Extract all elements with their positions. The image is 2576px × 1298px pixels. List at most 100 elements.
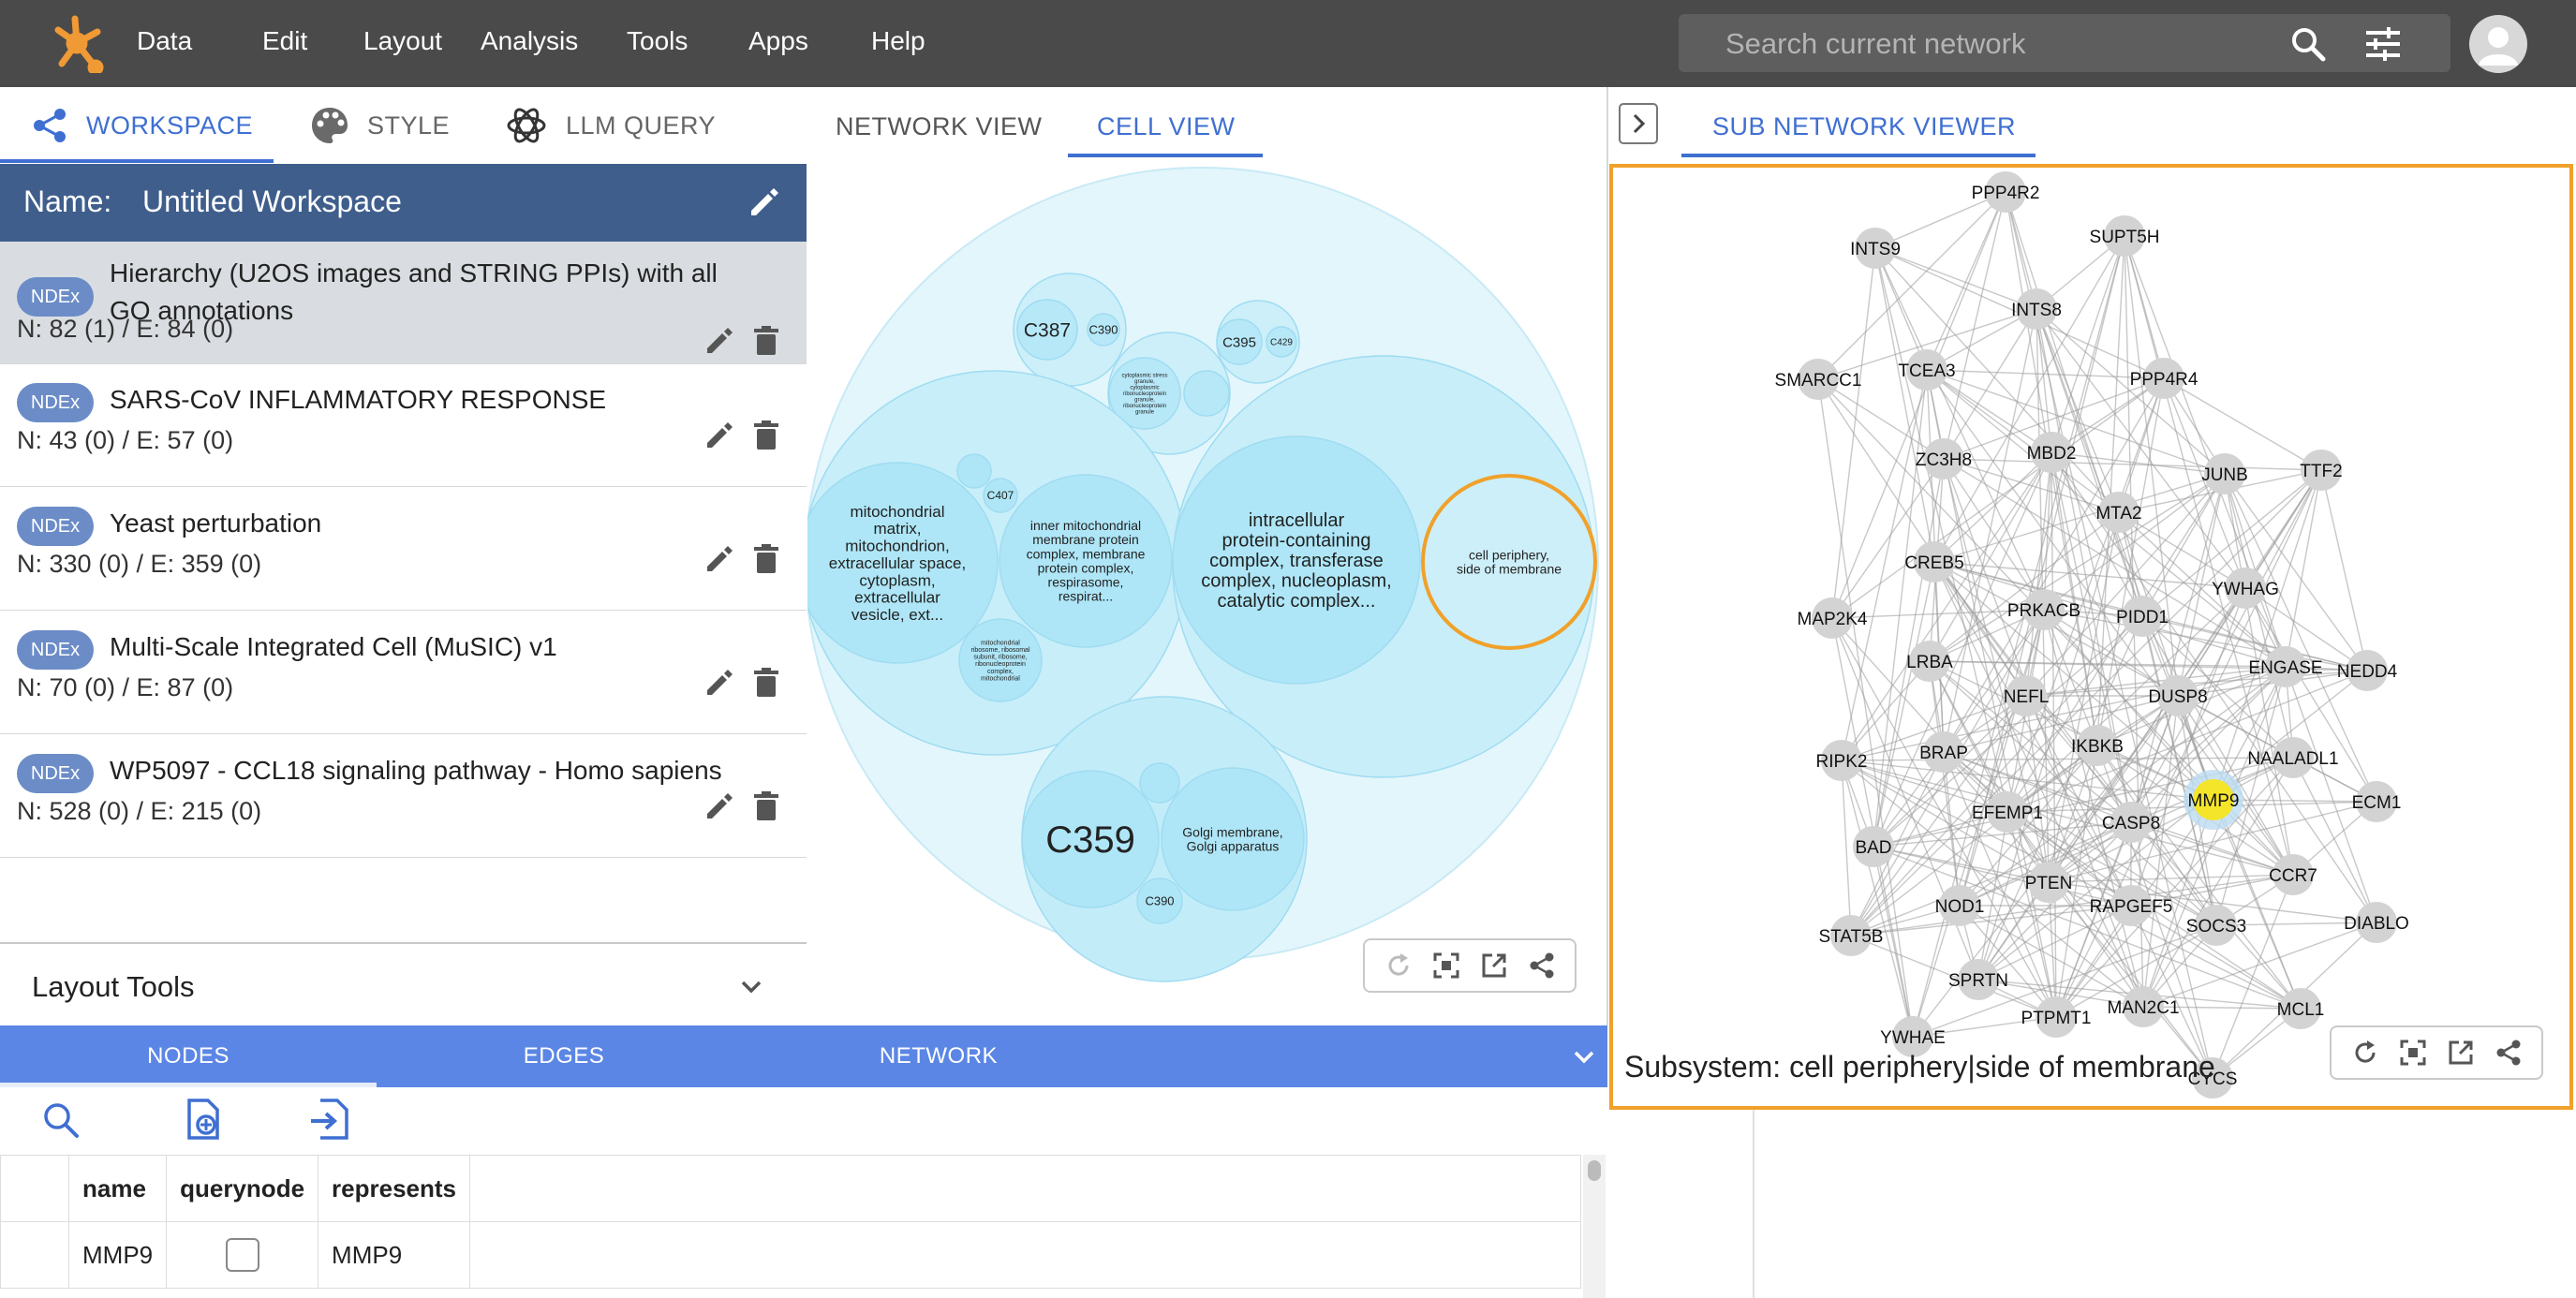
graph-node[interactable]: TTF2: [2300, 450, 2343, 491]
layout-tools-accordion[interactable]: Layout Tools: [0, 942, 807, 1026]
graph-node[interactable]: INTS9: [1850, 228, 1901, 269]
cell-circle[interactable]: C387: [1016, 299, 1078, 361]
network-title[interactable]: WP5097 - CCL18 signaling pathway - Homo …: [110, 756, 722, 785]
menu-analysis[interactable]: Analysis: [481, 26, 579, 55]
graph-node[interactable]: RIPK2: [1816, 740, 1868, 781]
delete-network-icon[interactable]: [753, 326, 779, 356]
cell-querynode[interactable]: [166, 1221, 319, 1289]
graph-node[interactable]: STAT5B: [1819, 915, 1884, 956]
app-logo-icon[interactable]: [49, 13, 105, 73]
graph-node[interactable]: SPRTN: [1948, 959, 2008, 1000]
graph-node[interactable]: MMP9: [2184, 770, 2243, 830]
graph-node[interactable]: MAN2C1: [2107, 986, 2180, 1027]
graph-node[interactable]: MAP2K4: [1798, 597, 1868, 639]
column-header-represents[interactable]: represents: [318, 1155, 471, 1222]
tab-sub-network-viewer[interactable]: SUB NETWORK VIEWER: [1712, 112, 2017, 140]
chevron-down-icon[interactable]: [736, 972, 766, 1002]
refresh-icon[interactable]: [1384, 951, 1413, 980]
edit-network-icon[interactable]: [704, 420, 734, 450]
graph-node[interactable]: PTEN: [2025, 862, 2073, 903]
graph-node[interactable]: PPP4R4: [2130, 358, 2198, 399]
graph-node[interactable]: NEDD4: [2337, 650, 2398, 691]
cell-circle[interactable]: C429: [1266, 326, 1297, 358]
export-table-icon[interactable]: [309, 1097, 352, 1142]
tab-workspace[interactable]: WORKSPACE: [32, 87, 253, 164]
share-icon[interactable]: [2495, 1039, 2523, 1067]
tab-nodes[interactable]: NODES: [147, 1043, 229, 1069]
open-external-icon[interactable]: [1480, 951, 1508, 980]
graph-node[interactable]: PPP4R2: [1972, 171, 2040, 213]
graph-node[interactable]: TCEA3: [1898, 349, 1956, 391]
cell-represents[interactable]: MMP9: [318, 1221, 471, 1289]
graph-node[interactable]: CYCS: [2188, 1057, 2238, 1099]
tab-network-view[interactable]: NETWORK VIEW: [836, 112, 1043, 140]
edit-network-icon[interactable]: [704, 668, 734, 698]
tab-llm-query[interactable]: LLM QUERY: [504, 87, 716, 164]
tab-cell-view[interactable]: CELL VIEW: [1097, 112, 1236, 140]
graph-node[interactable]: SMARCC1: [1775, 359, 1862, 400]
menu-tools[interactable]: Tools: [627, 26, 688, 55]
expand-right-panel-button[interactable]: [1619, 103, 1658, 144]
graph-node[interactable]: DUSP8: [2148, 675, 2208, 716]
graph-node[interactable]: ZC3H8: [1916, 438, 1972, 479]
graph-node[interactable]: LRBA: [1906, 641, 1953, 682]
tab-style[interactable]: STYLE: [309, 87, 450, 164]
network-title[interactable]: Hierarchy (U2OS images and STRING PPIs) …: [110, 258, 718, 325]
menu-help[interactable]: Help: [871, 26, 925, 55]
cell-circle[interactable]: C359: [1021, 770, 1160, 908]
share-icon[interactable]: [1528, 951, 1556, 980]
graph-node[interactable]: BRAP: [1919, 731, 1968, 773]
graph-node[interactable]: PRKACB: [2007, 589, 2080, 630]
cell-circle[interactable]: Golgi membrane,Golgi apparatus: [1161, 767, 1305, 911]
network-title[interactable]: Yeast perturbation: [110, 509, 322, 538]
menu-apps[interactable]: Apps: [748, 26, 808, 55]
edit-network-icon[interactable]: [704, 791, 734, 821]
graph-node[interactable]: NOD1: [1935, 885, 1985, 926]
graph-node[interactable]: MTA2: [2095, 492, 2142, 533]
delete-network-icon[interactable]: [753, 668, 779, 698]
refresh-icon[interactable]: [2351, 1039, 2379, 1067]
fit-icon[interactable]: [2399, 1039, 2427, 1067]
search-icon[interactable]: [2289, 25, 2327, 63]
cell-circle[interactable]: C407: [983, 478, 1018, 513]
cell-name[interactable]: MMP9: [67, 1221, 168, 1289]
graph-node[interactable]: SUPT5H: [2090, 215, 2160, 257]
table-row[interactable]: MMP9 MMP9: [0, 1221, 1581, 1289]
graph-node[interactable]: NAALADL1: [2247, 737, 2339, 778]
avatar[interactable]: [2469, 15, 2527, 73]
graph-node[interactable]: BAD: [1853, 826, 1894, 867]
tab-network[interactable]: NETWORK: [879, 1043, 999, 1069]
import-table-icon[interactable]: [184, 1097, 225, 1142]
graph-node[interactable]: YWHAE: [1880, 1016, 1946, 1057]
edit-network-icon[interactable]: [704, 544, 734, 574]
network-title[interactable]: Multi-Scale Integrated Cell (MuSIC) v1: [110, 632, 557, 661]
graph-node[interactable]: MCL1: [2277, 988, 2325, 1029]
menu-edit[interactable]: Edit: [262, 26, 308, 55]
graph-node[interactable]: ENGASE: [2248, 646, 2323, 687]
tab-edges[interactable]: EDGES: [523, 1043, 605, 1069]
graph-node[interactable]: ECM1: [2352, 781, 2402, 822]
graph-node[interactable]: DIABLO: [2344, 902, 2409, 943]
graph-node[interactable]: CREB5: [1904, 541, 1964, 583]
graph-node[interactable]: SOCS3: [2186, 905, 2246, 946]
menu-layout[interactable]: Layout: [363, 26, 443, 55]
graph-node[interactable]: PIDD1: [2116, 596, 2169, 637]
fit-icon[interactable]: [1432, 951, 1460, 980]
graph-node[interactable]: INTS8: [2011, 288, 2062, 330]
cell-cluster-circle[interactable]: [956, 453, 992, 489]
cell-cluster-circle[interactable]: [1139, 762, 1180, 804]
graph-node[interactable]: MBD2: [2027, 432, 2077, 473]
graph-node[interactable]: PTPMT1: [2021, 996, 2092, 1038]
cell-circle[interactable]: cell periphery,side of membrane: [1421, 474, 1597, 650]
